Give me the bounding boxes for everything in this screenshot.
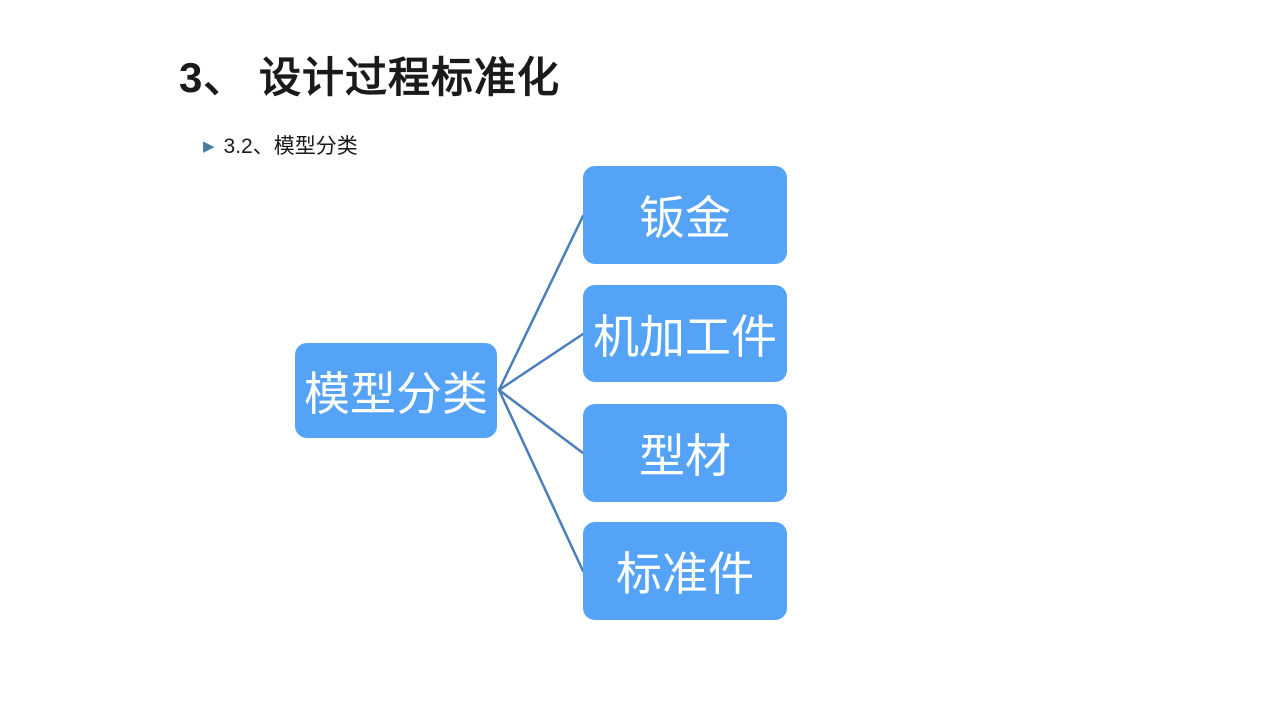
diagram-child-node-sheet-metal: 钣金 xyxy=(583,166,787,264)
diagram-root-node: 模型分类 xyxy=(295,343,497,438)
connector-line xyxy=(497,214,585,392)
diagram-child-node-profiles: 型材 xyxy=(583,404,787,502)
bullet-row: ▶ 3.2、模型分类 xyxy=(203,130,358,160)
triangle-bullet-icon: ▶ xyxy=(203,137,215,155)
bullet-subtitle: 3.2、模型分类 xyxy=(223,135,358,158)
slide-title: 3、 设计过程标准化 xyxy=(179,54,561,101)
connector-line xyxy=(497,388,585,573)
connector-line xyxy=(497,388,585,455)
diagram-child-node-standard-parts: 标准件 xyxy=(583,522,787,620)
diagram-child-node-machined-parts: 机加工件 xyxy=(583,285,787,382)
connector-line xyxy=(497,332,585,392)
